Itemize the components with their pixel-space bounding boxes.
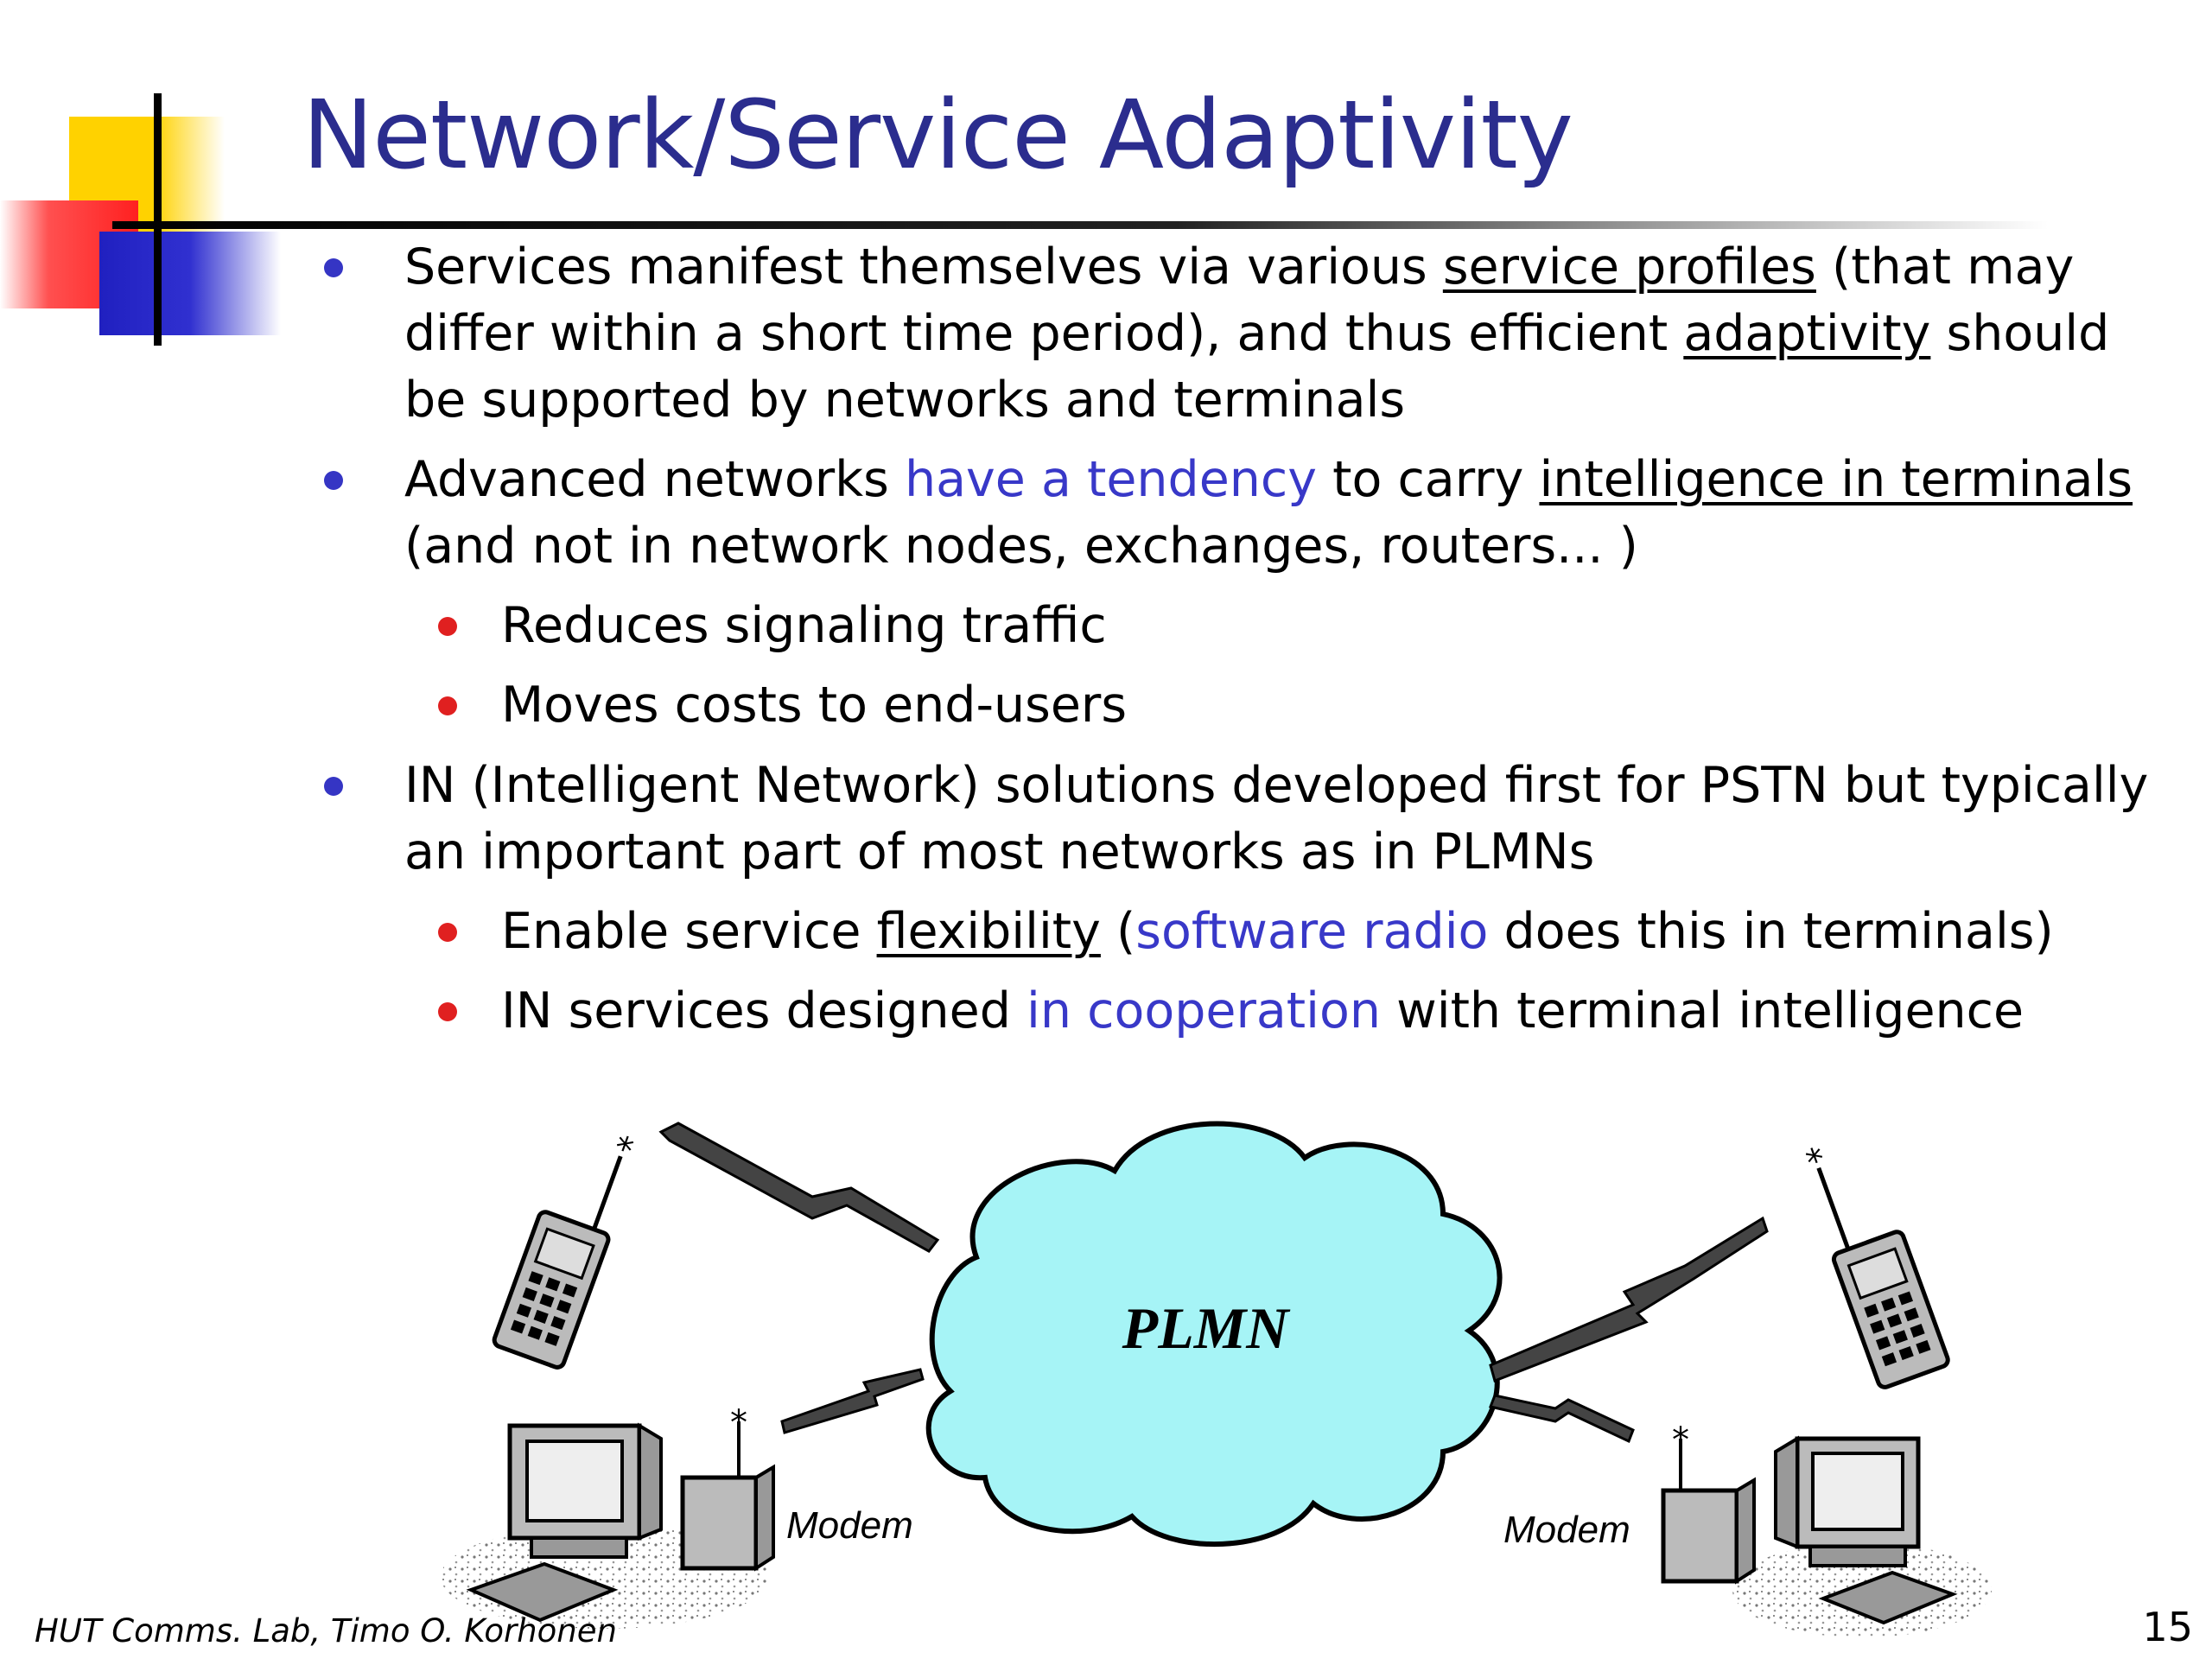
sub-bullet-2-2: Moves costs to end-users [438,671,1128,739]
sub-bullet-dot-icon [438,1002,457,1021]
text: Services manifest themselves via various [404,238,1443,296]
text: differ within a short time period), and … [404,305,1684,362]
underlined-term: intelligence in terminals [1539,451,2133,508]
text: with terminal intelligence [1381,982,2024,1039]
highlighted-term: have a tendency [904,451,1317,508]
bullet-dot-icon [324,777,343,796]
underlined-term: flexibility [876,903,1101,960]
svg-text:*: * [1672,1421,1689,1460]
text: Moves costs to end-users [501,677,1128,734]
highlighted-term: software radio [1135,903,1489,960]
bullet-1-line-1: Services manifest themselves via various… [324,233,2075,301]
sub-bullet-3-2: IN services designed in cooperation with… [438,977,2024,1045]
footer-credit: HUT Comms. Lab, Timo O. Korhonen [35,1612,617,1649]
svg-text:*: * [730,1403,747,1443]
underlined-term: service profiles [1442,238,1816,296]
bullet-dot-icon [324,258,343,277]
plmn-label: PLMN [1122,1295,1292,1361]
modem-icon: * [680,1403,775,1572]
page-number: 15 [2142,1604,2193,1650]
modem-icon: * [1661,1421,1756,1585]
text: IN (Intelligent Network) solutions devel… [404,757,2149,814]
svg-text:*: * [1802,1140,1832,1183]
bullet-3-line-1: IN (Intelligent Network) solutions devel… [324,752,2149,819]
slide-title: Network/Service Adaptivity [302,79,1573,190]
underlined-term: adaptivity [1683,305,1931,362]
highlighted-term: in cooperation [1027,982,1381,1039]
bullet-1-line-2: differ within a short time period), and … [404,300,2109,367]
bullet-2-line-2: (and not in network nodes, exchanges, ro… [404,518,1638,575]
sub-bullet-2-1: Reduces signaling traffic [438,592,1107,659]
text: Advanced networks [404,451,905,508]
sub-bullet-dot-icon [438,923,457,942]
text: IN services designed [501,982,1027,1039]
text: Enable service [501,903,877,960]
text: should [1930,305,2110,362]
network-diagram: PLMN * [441,1121,1992,1637]
bullet-3-line-2: an important part of most networks as in… [404,823,1595,880]
bullet-1-line-3: be supported by networks and terminals [404,372,1406,429]
text: does this in terminals) [1488,903,2054,960]
text: (that may [1815,238,2075,296]
text: ( [1100,903,1136,960]
right-modem-label: Modem [1503,1509,1630,1551]
svg-text:*: * [608,1128,639,1172]
lightning-link-icon [658,1122,1769,1444]
sub-bullet-3-1: Enable service flexibility (software rad… [438,898,2054,965]
left-modem-label: Modem [786,1504,913,1547]
text: to carry [1316,451,1540,508]
title-divider [112,221,2048,229]
computer-icon [1732,1435,1992,1637]
sub-bullet-dot-icon [438,696,457,715]
text: Reduces signaling traffic [501,597,1107,654]
mobile-phone-icon: * [492,1128,639,1370]
mobile-phone-icon: * [1802,1140,1950,1389]
bullet-dot-icon [324,471,343,490]
slide-logo [0,93,285,346]
plmn-cloud: PLMN [925,1121,1503,1548]
sub-bullet-dot-icon [438,617,457,636]
bullet-2-line-1: Advanced networks have a tendency to car… [324,446,2133,513]
